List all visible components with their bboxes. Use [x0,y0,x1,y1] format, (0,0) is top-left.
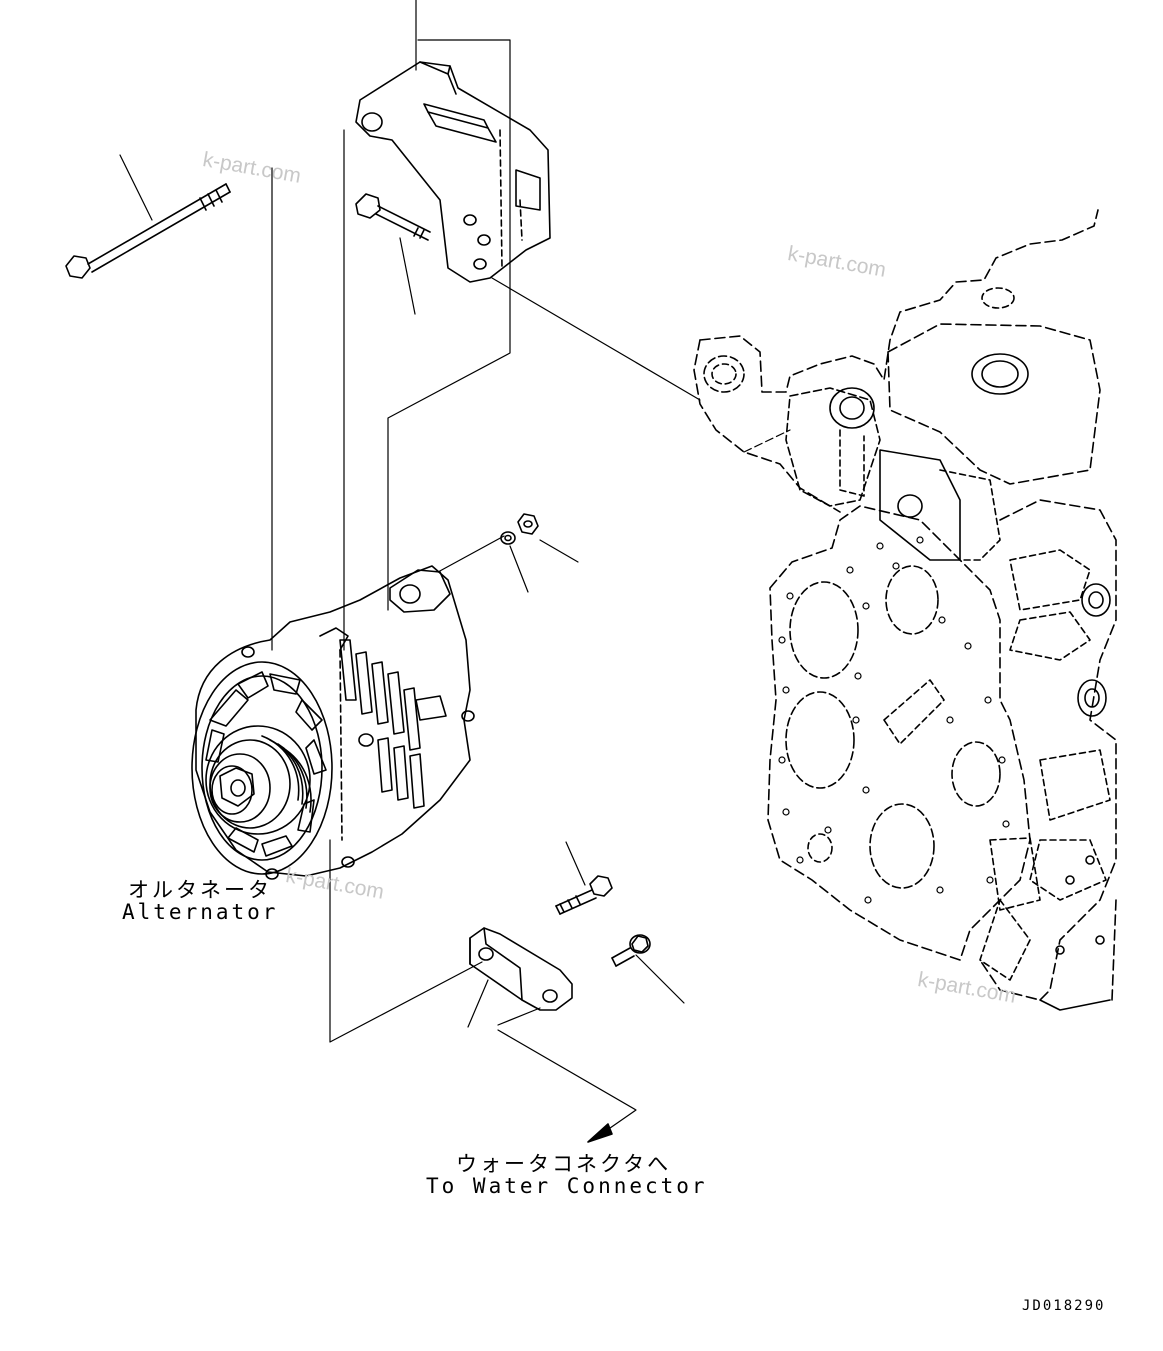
alternator-label-jp: オルタネータ [128,878,272,902]
arrow-head-icon [588,1124,612,1142]
water-connector-label-en: To Water Connector [426,1174,708,1198]
lower-bolt [556,876,612,914]
water-connector-label-jp: ウォータコネクタへ [456,1152,672,1176]
flange-bolt [612,935,650,966]
adjusting-link [470,928,572,1010]
alternator-label-en: Alternator [122,900,279,924]
nut-and-washer [501,514,538,544]
bracket-bolt [356,194,430,240]
alternator-bracket [356,62,550,282]
leader-lines [120,0,700,1135]
long-bolt [66,184,230,278]
engine-block [694,210,1116,1010]
drawing-code: JD018290 [1022,1298,1106,1314]
leader-to-engine [744,430,790,452]
alternator [192,566,474,879]
